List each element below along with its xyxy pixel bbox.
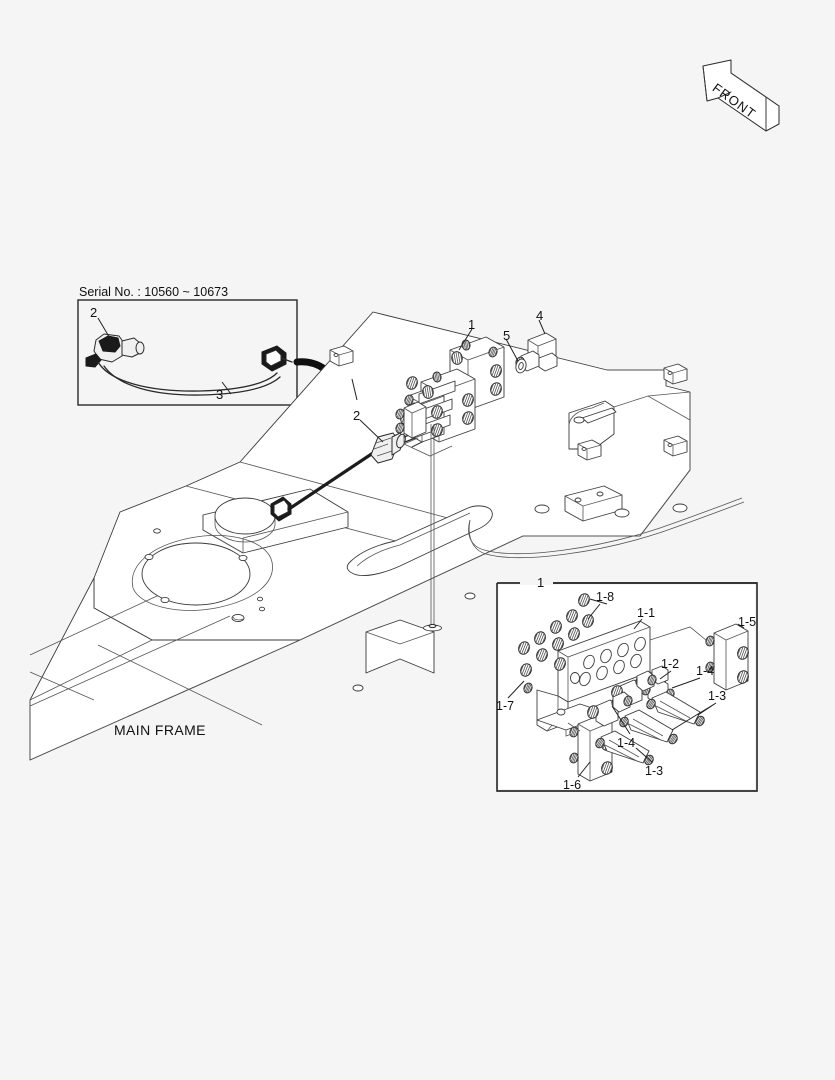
detail-callout-1-6: 1-6	[563, 778, 582, 792]
detail-callout-1-5: 1-5	[738, 615, 757, 629]
leader-1	[458, 328, 473, 351]
detail-callout-1-4-bottom: 1-4	[617, 736, 636, 750]
detail-callout-1-7: 1-7	[496, 699, 515, 713]
main-frame-structure	[29, 311, 745, 761]
detail-callout-1-3-top: 1-3	[708, 689, 727, 703]
leader-2-up	[351, 378, 358, 401]
serial-callout-2: 2	[90, 305, 98, 320]
serial-sensor-assembly	[85, 333, 293, 396]
detail-callout-1-4-top: 1-4	[696, 664, 715, 678]
front-arrow-icon	[702, 59, 780, 132]
leader-4	[538, 319, 546, 335]
detail-callout-1-8: 1-8	[596, 590, 615, 604]
cube-block-a	[329, 345, 354, 367]
detail-exploded-contents	[507, 591, 751, 782]
callout-2: 2	[353, 408, 361, 423]
chevron-marker	[365, 619, 435, 674]
detail-hose-2	[617, 709, 680, 746]
detail-hose-1	[644, 691, 707, 728]
callout-1: 1	[468, 317, 476, 332]
callout-5: 5	[503, 328, 511, 343]
leader-2-down	[359, 419, 384, 443]
hose-route	[468, 497, 745, 558]
sensor-cable-assembly	[270, 415, 442, 522]
cube-block-d	[577, 439, 602, 461]
serial-callout-3: 3	[216, 387, 224, 402]
callout-4: 4	[536, 308, 544, 323]
cube-block-b	[663, 363, 688, 385]
detail-block-1-5	[704, 623, 751, 691]
detail-callout-1-2: 1-2	[661, 657, 680, 671]
vertical-pin	[423, 424, 442, 632]
cube-block-c	[663, 435, 688, 457]
detail-box-title: 1	[537, 575, 545, 590]
main-frame-label: MAIN FRAME	[114, 722, 206, 738]
sensor-lead	[287, 451, 375, 511]
sensor-boot	[370, 432, 406, 464]
serial-leader-2	[97, 317, 112, 341]
detail-callout-1-3-bottom: 1-3	[645, 764, 664, 778]
valve-manifold-assembly	[394, 332, 558, 632]
serial-number-caption: Serial No. : 10560 ~ 10673	[79, 285, 229, 299]
serial-inset-box	[77, 299, 298, 406]
washer-item-5	[515, 358, 527, 374]
leader-5	[505, 338, 519, 362]
detail-hose-3	[593, 730, 656, 767]
detail-callout-1-1: 1-1	[637, 606, 656, 620]
serial-leader-3	[221, 381, 232, 395]
